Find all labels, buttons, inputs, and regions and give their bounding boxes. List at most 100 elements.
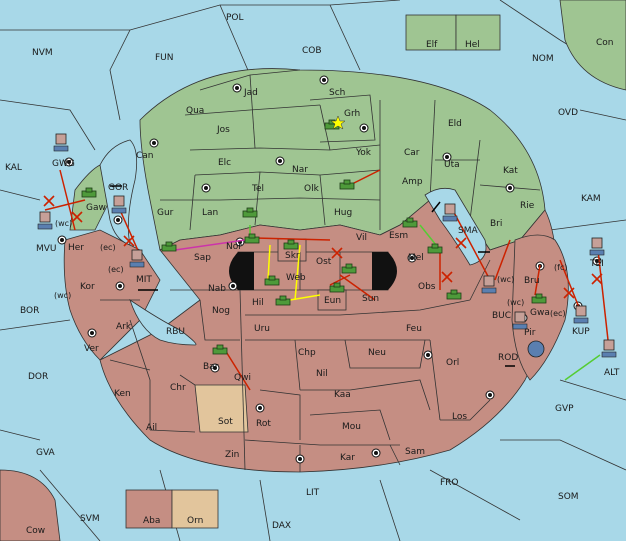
label-sot: Sot bbox=[218, 417, 233, 427]
label-kat: Kat bbox=[503, 166, 518, 176]
label-ec-1: (ec) bbox=[100, 243, 116, 252]
label-wc-2: (wc) bbox=[54, 291, 71, 300]
label-ec-2: (ec) bbox=[108, 265, 124, 274]
label-dax: DAX bbox=[272, 521, 291, 531]
label-mou: Mou bbox=[342, 422, 361, 432]
label-rie: Rie bbox=[520, 201, 535, 211]
label-chr: Chr bbox=[170, 383, 186, 393]
label-con: Con bbox=[596, 38, 614, 48]
label-orn: Orn bbox=[187, 516, 203, 526]
label-lit: LIT bbox=[306, 488, 320, 498]
label-kal: KAL bbox=[5, 163, 22, 173]
label-tel: Tel bbox=[251, 184, 264, 194]
sea-rbu[interactable] bbox=[129, 299, 197, 346]
sea-gor[interactable] bbox=[99, 139, 138, 246]
label-aba: Aba bbox=[143, 516, 160, 526]
label-kar: Kar bbox=[340, 453, 355, 463]
label-nil: Nil bbox=[316, 369, 328, 379]
label-chp: Chp bbox=[298, 348, 316, 358]
region-cow[interactable] bbox=[0, 469, 61, 541]
label-can: Can bbox=[136, 151, 154, 161]
blue-fleets[interactable] bbox=[37, 133, 617, 358]
region-aba[interactable] bbox=[125, 489, 173, 529]
sea-labels: POL COB FUN NVM NOM OVD KAL KAM BOR DOR … bbox=[5, 13, 620, 531]
label-som: SOM bbox=[558, 492, 579, 502]
label-grh: Grh bbox=[344, 109, 360, 119]
label-sun: Sun bbox=[362, 294, 379, 304]
label-qua: Qua bbox=[186, 106, 204, 116]
label-pol: POL bbox=[226, 13, 244, 23]
label-rot: Rot bbox=[256, 419, 271, 429]
region-sot[interactable] bbox=[194, 384, 249, 433]
region-hel[interactable] bbox=[455, 14, 501, 51]
label-ovd: OVD bbox=[558, 108, 578, 118]
label-mit: MIT bbox=[136, 275, 152, 285]
label-sch: Sch bbox=[329, 88, 345, 98]
label-jos: Jos bbox=[216, 125, 230, 135]
label-olk: Olk bbox=[304, 184, 320, 194]
star-icon bbox=[330, 115, 346, 130]
region-orn[interactable] bbox=[171, 489, 219, 529]
label-bru: Bru bbox=[524, 276, 540, 286]
label-zin: Zin bbox=[225, 450, 239, 460]
green-units[interactable] bbox=[81, 119, 547, 355]
label-hel: Hel bbox=[465, 40, 480, 50]
label-kaa: Kaa bbox=[334, 390, 351, 400]
label-nar: Nar bbox=[292, 165, 308, 175]
label-bor: BOR bbox=[20, 306, 39, 316]
label-kup: KUP bbox=[572, 327, 590, 337]
label-mel: Mel bbox=[408, 253, 424, 263]
label-gaw: Gaw bbox=[86, 203, 106, 213]
label-fc: (fc) bbox=[554, 263, 567, 272]
label-uta: Uta bbox=[444, 160, 460, 170]
label-fun: FUN bbox=[155, 53, 174, 63]
label-neu: Neu bbox=[368, 348, 386, 358]
label-wc-3: (wc) bbox=[497, 275, 514, 284]
label-wc-4: (wc) bbox=[507, 298, 524, 307]
label-esm: Esm bbox=[389, 231, 408, 241]
label-ail: Ail bbox=[146, 423, 157, 433]
label-sma: SMA bbox=[458, 226, 478, 236]
label-mvu: MVU bbox=[36, 244, 57, 254]
label-web: Web bbox=[286, 273, 306, 283]
label-hil: Hil bbox=[252, 298, 264, 308]
label-nor: Nor bbox=[226, 242, 242, 252]
label-ark: Ark bbox=[116, 322, 132, 332]
label-bar: Bar bbox=[203, 362, 219, 372]
label-sam: Sam bbox=[405, 447, 425, 457]
label-gur: Gur bbox=[157, 208, 174, 218]
label-ost: Ost bbox=[316, 257, 332, 267]
label-lan: Lan bbox=[202, 208, 218, 218]
label-pir: Pir bbox=[524, 328, 536, 338]
label-qwi: Qwi bbox=[234, 373, 251, 383]
region-pir[interactable] bbox=[511, 234, 569, 381]
label-vil: Vil bbox=[356, 233, 367, 243]
green-region-borders bbox=[160, 69, 541, 231]
label-skr: Skr bbox=[285, 251, 300, 261]
order-failure-marks bbox=[43, 195, 603, 299]
city-gate-west bbox=[229, 252, 254, 290]
supply-centers bbox=[57, 75, 602, 464]
label-bri: Bri bbox=[490, 219, 502, 229]
label-nom: NOM bbox=[532, 54, 554, 64]
label-nog: Nog bbox=[212, 306, 230, 316]
label-ken: Ken bbox=[114, 389, 131, 399]
label-cow: Cow bbox=[26, 526, 45, 536]
label-buc: BUC bbox=[492, 311, 511, 321]
label-ver: Ver bbox=[84, 344, 99, 354]
label-gva: GVA bbox=[36, 448, 56, 458]
label-alt: ALT bbox=[604, 368, 620, 378]
label-dor: DOR bbox=[28, 372, 48, 382]
label-yok: Yok bbox=[355, 148, 372, 158]
label-svm: SVM bbox=[80, 514, 100, 524]
label-elf: Elf bbox=[426, 40, 438, 50]
label-eld: Eld bbox=[448, 119, 462, 129]
label-feu: Feu bbox=[406, 324, 422, 334]
central-city bbox=[235, 251, 391, 291]
label-nab: Nab bbox=[208, 284, 226, 294]
label-wc-1: (wc) bbox=[55, 219, 72, 228]
label-amp: Amp bbox=[402, 177, 423, 187]
region-elf[interactable] bbox=[405, 14, 457, 51]
